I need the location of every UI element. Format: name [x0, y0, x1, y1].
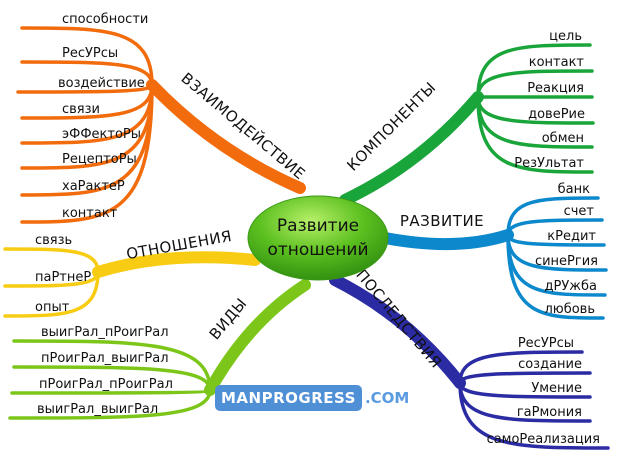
- leaf-line: [20, 83, 154, 224]
- leaf-item[interactable]: любовь: [544, 302, 595, 317]
- leaf-item[interactable]: способности: [62, 12, 148, 27]
- leaf-line: [20, 60, 154, 87]
- leaf-item[interactable]: РесУРсы: [62, 46, 118, 61]
- branch-types: ВИДЫвыигРал_пРоигРалпРоигРал_выигРалпРои…: [8, 279, 311, 420]
- branch-line: [92, 251, 261, 278]
- branch-line: [339, 91, 484, 206]
- leaf-item[interactable]: самоРеализация: [487, 432, 600, 447]
- leaf-item[interactable]: дРУжба: [545, 279, 597, 294]
- leaf-item[interactable]: воздействие: [58, 76, 145, 91]
- branch-development: РАЗВИТИЕ банк счет кРедит синеРгия дРУжба любо…: [379, 182, 608, 320]
- leaf-item[interactable]: эФФектоРы: [62, 127, 141, 142]
- branch-line: [379, 229, 514, 251]
- leaf-line: [16, 83, 154, 94]
- leaf-line: [506, 196, 600, 237]
- branch-line: [329, 274, 466, 389]
- branch-label[interactable]: РАЗВИТИЕ: [400, 212, 484, 230]
- branch-label[interactable]: ПОСЛЕДСТВИЯ: [352, 266, 445, 372]
- leaf-item[interactable]: кРедит: [547, 229, 596, 244]
- leaf-line: [3, 270, 100, 318]
- leaf-item[interactable]: пРоигРал_выигРал: [41, 351, 169, 366]
- leaf-line: [506, 233, 605, 320]
- branch-label[interactable]: КОМПОНЕНТЫ: [343, 78, 439, 174]
- leaf-line: [506, 218, 604, 237]
- leaf-line: [3, 247, 100, 274]
- branch-interaction: ВЗАИМОДЕЙСТВИЕспособностиРесУРсывоздейст…: [16, 12, 309, 224]
- leaf-item[interactable]: паРтнеР: [35, 270, 91, 285]
- leaf-line: [12, 365, 212, 392]
- leaf-line: [8, 388, 212, 420]
- leaf-item[interactable]: опыт: [35, 300, 70, 315]
- leaf-line: [458, 381, 610, 450]
- leaf-item[interactable]: связь: [35, 233, 72, 248]
- leaf-line: [476, 69, 594, 99]
- leaf-item[interactable]: контакт: [62, 206, 118, 221]
- leaf-item[interactable]: банк: [558, 182, 590, 197]
- watermark-suffix: .COM: [364, 389, 410, 407]
- watermark: MANPROGRESS .COM: [215, 385, 409, 411]
- leaf-line: [458, 371, 592, 385]
- leaf-line: [476, 95, 594, 174]
- leaf-line: [476, 43, 592, 99]
- leaf-item[interactable]: гаРмония: [517, 405, 582, 420]
- leaf-item[interactable]: Умение: [531, 381, 582, 396]
- branch-line: [146, 79, 306, 194]
- leaf-item[interactable]: цель: [549, 29, 582, 44]
- central-topic-line2: отношений: [267, 240, 368, 260]
- leaf-item[interactable]: довеРие: [528, 107, 585, 122]
- leaf-item[interactable]: счет: [564, 204, 595, 219]
- leaf-item[interactable]: РесУРсы: [518, 336, 574, 351]
- leaf-item[interactable]: выигРал_выигРал: [37, 402, 158, 417]
- leaf-line: [458, 350, 584, 385]
- leaf-line: [12, 339, 212, 392]
- leaf-item[interactable]: пРоигРал_пРоигРал: [39, 377, 173, 392]
- branch-line: [204, 279, 311, 396]
- central-topic-line1: Развитие: [277, 216, 359, 236]
- leaf-item[interactable]: обмен: [542, 131, 584, 146]
- leaf-item[interactable]: хаРактеР: [62, 179, 125, 194]
- leaf-item[interactable]: создание: [518, 357, 582, 372]
- leaf-item[interactable]: контакт: [529, 55, 585, 70]
- leaf-item[interactable]: РезУльтат: [514, 156, 584, 171]
- watermark-brand: MANPROGRESS: [215, 385, 362, 411]
- central-topic[interactable]: Развитие отношений: [247, 195, 389, 281]
- leaf-line: [10, 388, 212, 395]
- leaf-line: [20, 26, 154, 87]
- leaf-item[interactable]: РецептоРы: [62, 152, 137, 167]
- leaf-item[interactable]: выигРал_пРоигРал: [41, 325, 169, 340]
- leaf-item[interactable]: синеРгия: [535, 254, 598, 269]
- leaf-item[interactable]: Реакция: [527, 81, 584, 96]
- leaf-item[interactable]: связи: [62, 102, 100, 117]
